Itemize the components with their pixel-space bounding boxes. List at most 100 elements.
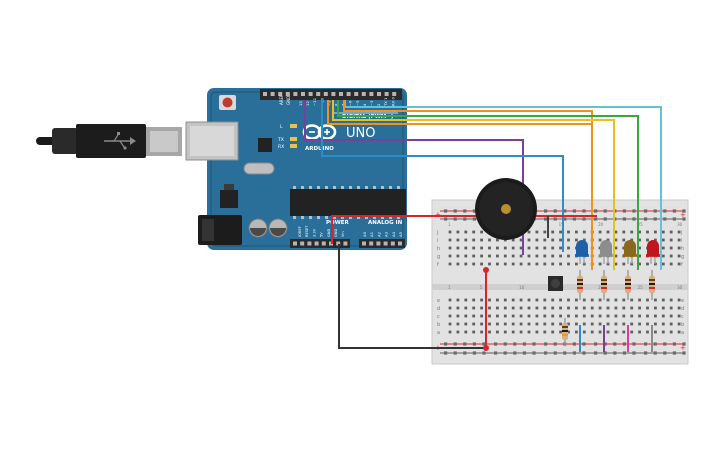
wire-yellow[interactable] [332, 100, 615, 270]
rail-plus-top-right: + [680, 211, 686, 219]
digital-pin-label: ~11 [312, 97, 317, 106]
piezo-buzzer[interactable] [475, 178, 537, 240]
analog-pin-label: A4 [391, 231, 396, 237]
row-letter: c [437, 314, 440, 320]
model-label: UNO [346, 126, 375, 141]
row-letter: d [437, 306, 440, 312]
column-number: 25 [638, 222, 644, 227]
column-number: 30 [677, 285, 683, 290]
yellow-led[interactable] [623, 240, 637, 264]
analog-pin-label: A2 [376, 231, 381, 237]
row-letter: d [681, 306, 684, 312]
digital-header [260, 89, 402, 100]
column-number: 30 [677, 222, 683, 227]
pushbutton[interactable] [548, 276, 563, 291]
crystal [243, 162, 275, 175]
row-letter: h [681, 246, 684, 252]
row-letter: b [681, 322, 684, 328]
column-number: 20 [598, 222, 604, 227]
status-leds: L TX RX [277, 124, 297, 150]
row-letter: a [437, 330, 440, 336]
digital-pin-label: RX 0 [390, 97, 395, 106]
row-letter: j [436, 230, 438, 236]
rx-label: RX [278, 144, 284, 150]
analog-pin-label: A3 [384, 231, 389, 237]
tx-label: TX [277, 137, 284, 143]
blue-led[interactable] [575, 240, 589, 264]
power-pin-label: RESET [305, 225, 309, 237]
column-number: 5 [480, 285, 483, 290]
usb-cable[interactable] [36, 124, 182, 158]
red-led[interactable] [646, 240, 660, 264]
rail-plus-bottom-right: + [680, 344, 686, 352]
resistor-button[interactable] [562, 318, 568, 346]
power-pin-label: 5V [320, 232, 324, 237]
usb-chip [258, 138, 272, 152]
row-letter: e [437, 298, 440, 304]
row-letter: a [681, 330, 684, 336]
row-letter: f [437, 262, 439, 268]
analog-header [359, 239, 405, 248]
power-header [290, 239, 350, 248]
power-label: POWER [326, 220, 350, 226]
power-pin-label: Vin [341, 231, 345, 237]
resistor-1[interactable] [577, 270, 583, 300]
resistor-3[interactable] [625, 270, 631, 300]
resistors [562, 270, 655, 346]
column-number: 10 [519, 285, 525, 290]
row-letter: e [681, 298, 684, 304]
wire-orange-2[interactable] [327, 100, 593, 270]
row-letter: i [681, 238, 682, 244]
row-letter: j [680, 230, 682, 236]
column-number: 20 [598, 285, 604, 290]
wire-green[interactable] [337, 100, 639, 270]
reset-button[interactable] [219, 95, 236, 110]
row-letter: g [437, 254, 440, 260]
atmega-chip [290, 186, 406, 219]
row-letter: f [681, 262, 683, 268]
regulator [220, 190, 238, 208]
analog-label: ANALOG IN [368, 220, 403, 226]
wire-black-gnd[interactable] [338, 244, 485, 349]
digital-pin-label: ~5 [355, 100, 360, 106]
row-letter: h [437, 246, 440, 252]
digital-pin-label: 8 [334, 103, 339, 106]
digital-pin-label: 12 [305, 101, 310, 106]
row-letter: i [437, 238, 438, 244]
power-pin-label: GND [334, 229, 338, 237]
resistor-2[interactable] [601, 270, 607, 300]
power-pin-label: GND [327, 229, 331, 237]
l-label: L [280, 124, 283, 130]
brand-label: ARDUINO [305, 146, 334, 152]
row-letter: c [681, 314, 684, 320]
resistor-4[interactable] [649, 270, 655, 300]
digital-pin-label: ~3 [369, 100, 374, 106]
power-pin-label: IOREF [298, 226, 302, 237]
usb-icon [104, 132, 136, 150]
power-pin-label: 3.3V [312, 228, 316, 237]
digital-pin-label: ~6 [348, 100, 353, 106]
gray-led[interactable] [599, 240, 613, 264]
analog-pin-label: A0 [362, 231, 367, 237]
digital-pin-label: 4 [362, 103, 367, 106]
aref-label: AREF [279, 94, 284, 105]
leds [575, 240, 660, 264]
digital-pin-label: 13 [298, 101, 303, 106]
gnd-label: GND [286, 96, 291, 105]
wire-blue[interactable] [321, 100, 564, 252]
column-number: 15 [559, 222, 565, 227]
column-number: 1 [448, 285, 451, 290]
column-number: 25 [638, 285, 644, 290]
digital-pin-label: TX 1 [383, 97, 388, 107]
column-number: 1 [448, 222, 451, 227]
analog-pin-label: A1 [369, 231, 374, 237]
row-letter: g [681, 254, 684, 260]
analog-pin-label: A5 [398, 231, 403, 237]
row-letter: b [437, 322, 440, 328]
digital-pin-label: 2 [376, 103, 381, 106]
